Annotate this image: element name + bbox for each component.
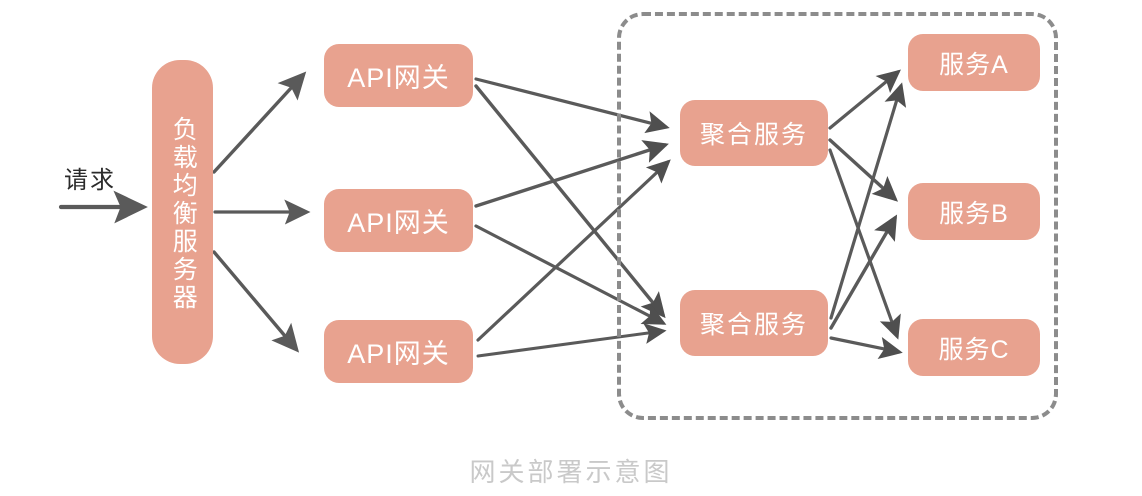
- node-aggregation-service-2[interactable]: 聚合服务: [680, 290, 828, 356]
- edge-lb-to-gw1: [212, 71, 307, 174]
- diagram-caption: 网关部署示意图: [469, 457, 673, 487]
- node-api-gateway-1[interactable]: API网关: [324, 44, 473, 107]
- node-api-gateway-3[interactable]: API网关: [324, 320, 473, 383]
- edge-lb-to-gw3: [212, 250, 300, 353]
- request-label: 请求: [64, 167, 116, 194]
- node-service-c[interactable]: 服务C: [908, 319, 1040, 376]
- node-service-b[interactable]: 服务B: [908, 183, 1040, 240]
- node-aggregation-service-1[interactable]: 聚合服务: [680, 100, 828, 166]
- node-service-a[interactable]: 服务A: [908, 34, 1040, 91]
- node-load-balancer[interactable]: 负载均衡服务器: [152, 60, 213, 364]
- node-api-gateway-2[interactable]: API网关: [324, 189, 473, 252]
